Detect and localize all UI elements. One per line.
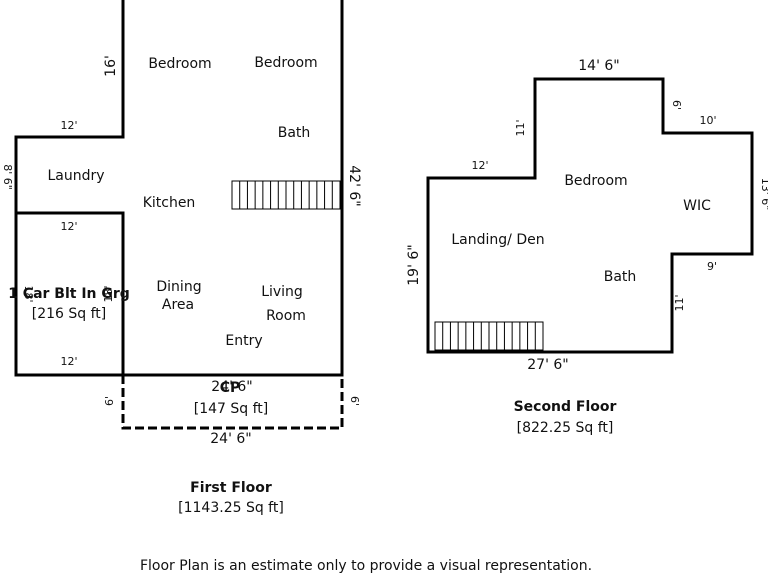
dining-label-line1: Dining xyxy=(156,279,201,295)
dim-cp-left: 6' xyxy=(103,396,116,406)
kitchen-label: Kitchen xyxy=(143,195,196,211)
dim-cp-bottom: 24' 6" xyxy=(210,431,251,447)
sf-dim-right-top: 10' xyxy=(699,114,716,127)
sf-dim-right-side: 13' 6" xyxy=(759,178,768,211)
dim-garage-right: 18' xyxy=(102,285,115,302)
laundry-label: Laundry xyxy=(47,168,104,184)
dim-top-left-width: 12' xyxy=(60,119,77,132)
sf-dim-upper-left: 11' xyxy=(514,119,527,136)
bedroom-left-label: Bedroom xyxy=(148,56,211,72)
sf-dim-left-top: 12' xyxy=(471,159,488,172)
first-floor-stairs xyxy=(231,180,341,210)
second-floor-area: [822.25 Sq ft] xyxy=(517,420,614,436)
first-floor-title: First Floor xyxy=(190,480,272,496)
first-floor-area: [1143.25 Sq ft] xyxy=(178,500,284,516)
carport-outline xyxy=(121,375,344,430)
sf-bedroom-label: Bedroom xyxy=(564,173,627,189)
carport-name-label: CP xyxy=(220,380,241,396)
sf-dim-bottom: 27' 6" xyxy=(527,357,568,373)
dining-label-line2: Area xyxy=(162,297,194,313)
bath-label: Bath xyxy=(278,125,311,141)
garage-name-label: 1 Car Blt In Grg xyxy=(8,286,130,302)
dim-garage-left: 18' xyxy=(22,285,35,302)
first-floor-plan: Bedroom Bedroom Bath Laundry Kitchen Din… xyxy=(1,0,362,516)
footer-note: Floor Plan is an estimate only to provid… xyxy=(140,558,592,574)
living-label-line2: Room xyxy=(266,308,306,324)
dim-upper-height: 16' xyxy=(103,55,119,77)
second-floor-stairs xyxy=(434,321,544,351)
dim-garage-bottom: 12' xyxy=(60,355,77,368)
sf-dim-notch-right: 6' xyxy=(670,100,683,110)
bedroom-right-label: Bedroom xyxy=(254,55,317,71)
sf-dim-left-side: 19' 6" xyxy=(406,244,422,285)
dim-cp-right: 6' xyxy=(348,396,361,406)
dim-main-width: 24' 6" xyxy=(211,379,252,395)
sf-dim-top: 14' 6" xyxy=(578,58,619,74)
sf-wic-label: WIC xyxy=(683,198,711,214)
first-floor-outline xyxy=(14,0,344,377)
second-floor-plan: Bedroom WIC Landing/ Den Bath 14' 6" 6' … xyxy=(406,58,768,436)
dim-garage-top: 12' xyxy=(60,220,77,233)
living-label-line1: Living xyxy=(261,284,303,300)
garage-area-label: [216 Sq ft] xyxy=(32,306,107,322)
garage-walls xyxy=(16,211,125,375)
second-floor-outline xyxy=(426,77,754,354)
second-floor-title: Second Floor xyxy=(514,399,617,415)
sf-dim-step-bottom: 9' xyxy=(707,260,717,273)
dim-right-height: 42' 6" xyxy=(346,165,362,206)
sf-bath-label: Bath xyxy=(604,269,637,285)
carport-area-label: [147 Sq ft] xyxy=(194,401,269,417)
sf-dim-lower-right: 11' xyxy=(673,294,686,311)
entry-label: Entry xyxy=(225,333,262,349)
sf-landing-label: Landing/ Den xyxy=(451,232,544,248)
dim-laundry-height: 8' 6" xyxy=(1,164,14,190)
